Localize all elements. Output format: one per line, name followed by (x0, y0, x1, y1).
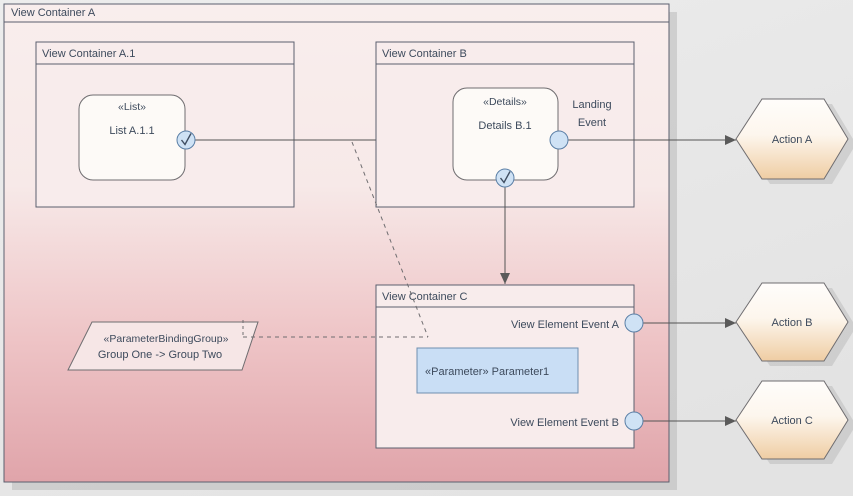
parameter-label: «Parameter» Parameter1 (425, 366, 549, 378)
action-a-node[interactable]: Action A (735, 98, 853, 184)
action-b-label: Action B (772, 317, 813, 329)
container-b-title: View Container B (382, 48, 467, 60)
port-view-element-event-a[interactable] (624, 313, 644, 333)
details-stereotype: «Details» (483, 96, 527, 108)
element-details-b1[interactable]: «Details» Details B.1 (452, 87, 559, 181)
container-a1-title: View Container A.1 (42, 48, 135, 60)
details-name: Details B.1 (478, 120, 531, 132)
parameter-binding-group[interactable]: «ParameterBindingGroup» Group One -> Gro… (67, 321, 259, 371)
check-icon (499, 171, 511, 184)
port-details-bottom[interactable] (495, 168, 515, 188)
view-element-event-a-label: View Element Event A (511, 319, 620, 331)
event-port-circle (549, 130, 569, 150)
landing-event-label-line1: Landing (572, 99, 611, 111)
action-b-shape (735, 282, 849, 362)
event-port-circle (624, 411, 644, 431)
binding-group-stereotype: «ParameterBindingGroup» (104, 333, 229, 345)
binding-group-name: Group One -> Group Two (98, 349, 222, 361)
action-a-label: Action A (772, 134, 813, 146)
element-parameter1[interactable]: «Parameter» Parameter1 (416, 347, 579, 394)
element-list-a11[interactable]: «List» List A.1.1 (78, 94, 186, 181)
parameter-box (416, 347, 579, 394)
action-c-node[interactable]: Action C (735, 380, 853, 464)
landing-event-label-line2: Event (578, 117, 606, 129)
binding-group-shape (67, 321, 259, 371)
check-port-circle (495, 168, 515, 188)
container-a-title: View Container A (11, 7, 96, 19)
action-c-shape (735, 380, 849, 460)
list-stereotype: «List» (118, 101, 146, 113)
check-icon (180, 133, 192, 146)
action-c-label: Action C (771, 415, 813, 427)
list-name: List A.1.1 (109, 125, 154, 137)
port-details-landing-event[interactable] (549, 130, 569, 150)
port-list-out[interactable] (176, 130, 196, 150)
container-c-title: View Container C (382, 291, 467, 303)
port-view-element-event-b[interactable] (624, 411, 644, 431)
action-a-shape (735, 98, 849, 180)
action-b-node[interactable]: Action B (735, 282, 853, 366)
view-element-event-b-label: View Element Event B (510, 417, 619, 429)
event-port-circle (624, 313, 644, 333)
binding-connector-diagonal (351, 141, 429, 338)
check-port-circle (176, 130, 196, 150)
